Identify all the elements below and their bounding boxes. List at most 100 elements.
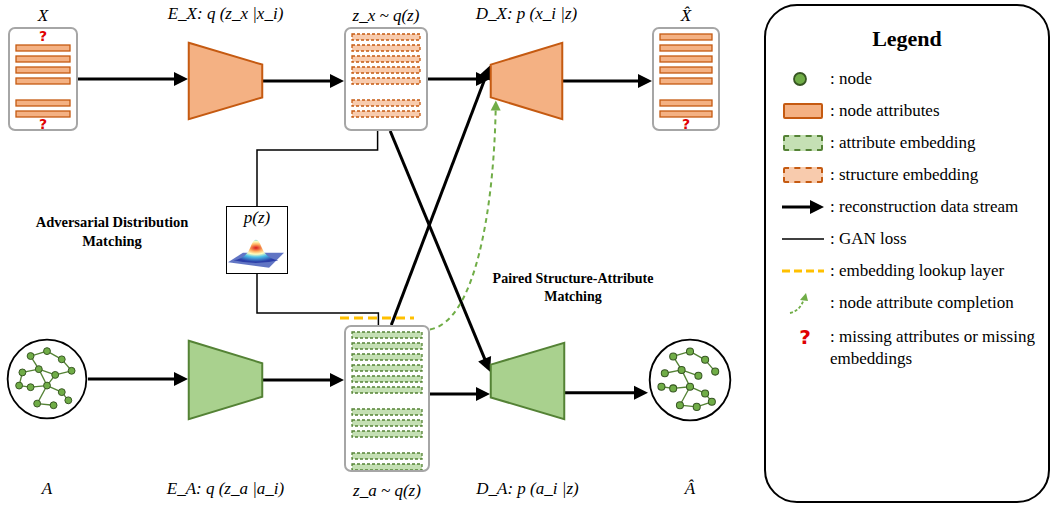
graph-node <box>695 372 702 379</box>
missing-mark: ? <box>654 117 718 131</box>
attribute-bar <box>660 67 712 73</box>
graph-node <box>58 389 65 396</box>
legend-sample <box>778 291 828 315</box>
attribute-bar <box>16 67 70 73</box>
attribute-bar <box>660 45 712 51</box>
encoder: E_X: q (z_x |x_i) <box>188 42 263 120</box>
attribute-bar <box>16 78 70 84</box>
node-heading: D_X: p (x_i |z) <box>476 4 577 24</box>
legend-text: : node <box>830 68 1042 90</box>
embedding-bar <box>352 354 422 360</box>
graph-circle: A <box>6 338 88 420</box>
attribute-bar <box>660 34 712 40</box>
trapezoid-outline <box>491 43 563 119</box>
arrow-head <box>810 200 824 214</box>
graph-node <box>670 353 677 360</box>
annotation: Adversarial Distribution Matching <box>8 213 216 251</box>
connector-line <box>88 378 178 381</box>
arrow-head <box>634 386 648 400</box>
embedding-bar <box>352 464 422 470</box>
embedding-bar <box>352 365 422 371</box>
legend-text: : embedding lookup layer <box>830 260 1042 282</box>
graph-node <box>676 402 683 409</box>
graph-figure <box>648 338 732 422</box>
attribute-matrix: X?? <box>8 27 78 131</box>
bar-set <box>654 29 718 129</box>
embedding-lookup-layer <box>340 317 414 320</box>
graph-node <box>670 385 677 392</box>
thin-line-sample <box>782 238 824 240</box>
arrow-head <box>330 74 344 88</box>
legend-text: : GAN loss <box>830 228 1042 250</box>
graph-node <box>712 368 719 375</box>
graph-node <box>58 356 65 363</box>
node-heading: z_a ~ q(z) <box>353 481 421 501</box>
connector-line <box>565 391 638 394</box>
legend-text: : node attribute completion <box>830 292 1042 314</box>
legend-title: Legend <box>807 26 1007 52</box>
legend-frame <box>765 5 1049 502</box>
graph-node <box>35 366 42 373</box>
legend-text: : missing attributes or missing embeddin… <box>830 326 1042 370</box>
attribute-bar <box>16 45 70 51</box>
trapezoid <box>490 42 563 120</box>
trapezoid <box>490 342 565 420</box>
graph-figure <box>6 338 88 420</box>
node-heading: X <box>38 6 48 26</box>
decoder: D_A: p (a_i |z) <box>490 342 565 420</box>
graph-node <box>44 382 51 389</box>
trapezoid-outline <box>189 43 263 119</box>
attribute-bar <box>660 56 712 62</box>
graph-boundary <box>650 340 731 421</box>
graph-node <box>65 397 72 404</box>
graph-circle: Â <box>648 338 732 422</box>
legend-text: : node attributes <box>830 100 1042 122</box>
bar-set <box>10 29 76 129</box>
gan-loss-line <box>257 131 378 206</box>
latent-matrix: z_x ~ q(z) <box>344 27 428 131</box>
arrow-head <box>638 74 652 88</box>
graph-node <box>686 383 693 390</box>
annotation: Paired Structure-Attribute Matching <box>478 270 668 306</box>
graph-node <box>686 348 693 355</box>
bar-set <box>346 29 426 129</box>
graph-node <box>52 371 59 378</box>
connector-line <box>430 393 480 396</box>
arrow-head <box>800 293 808 301</box>
graph-boundary <box>8 340 87 419</box>
graph-node <box>27 384 34 391</box>
graph-node <box>68 367 75 374</box>
node-heading: E_X: q (z_x |x_i) <box>168 4 284 24</box>
connector-line <box>563 80 642 83</box>
missing-mark: ? <box>10 117 76 131</box>
graph-node <box>50 402 57 409</box>
graph-node <box>708 398 715 405</box>
graph-node <box>34 400 41 407</box>
thick-arrow-sample <box>782 206 812 209</box>
reconstruction-arrow <box>430 387 490 401</box>
embedding-bar <box>352 67 420 73</box>
graph-node <box>27 353 34 360</box>
reconstruction-arrow <box>565 386 648 400</box>
arrow-head <box>478 356 491 372</box>
graph-node <box>658 383 665 390</box>
embedding-bar <box>352 45 420 51</box>
reconstruction-arrow <box>78 72 188 86</box>
dashed-line-sample <box>782 270 824 273</box>
decoder: D_X: p (x_i |z) <box>490 42 563 120</box>
reconstruction-arrow <box>88 372 188 386</box>
graph-node <box>702 390 709 397</box>
prior-box: p(z) <box>226 206 288 274</box>
graph-node <box>678 366 685 373</box>
embedding-bar <box>352 387 422 393</box>
arrow-head <box>174 72 188 86</box>
embedding-bar <box>352 431 422 437</box>
connector-line <box>78 78 178 81</box>
encoder: E_A: q (z_a |a_i) <box>188 340 263 420</box>
connector-line <box>263 379 334 382</box>
reconstruction-arrow <box>263 74 344 88</box>
node-sample <box>794 73 806 85</box>
gaussian-plot <box>228 230 284 270</box>
embedding-bar <box>352 409 422 415</box>
